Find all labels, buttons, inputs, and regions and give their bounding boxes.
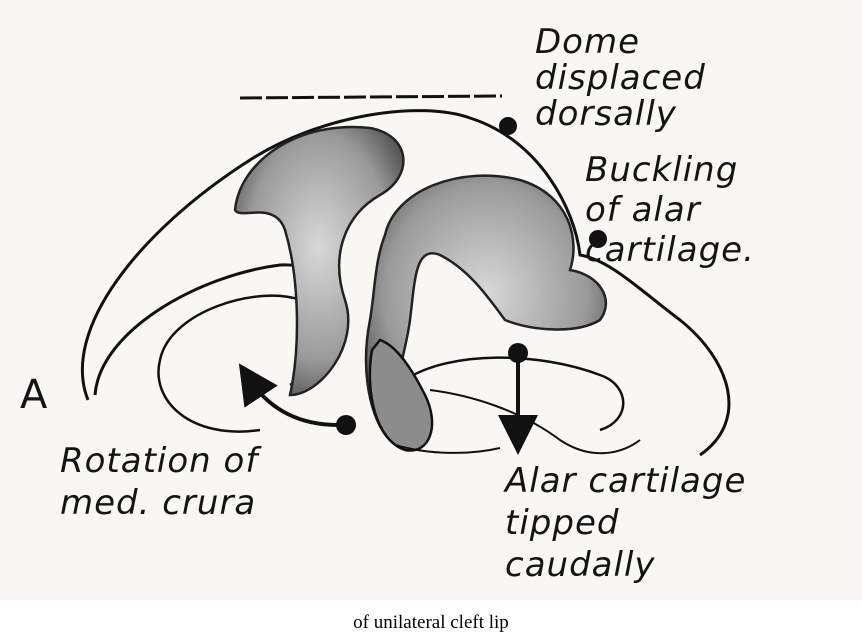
panel-letter: A: [20, 372, 48, 418]
rotation-label: Rotation of med. crura: [60, 440, 258, 524]
right-nostril-outline: [405, 358, 623, 430]
cleft-nose-illustration: A Dome displaced dorsally Buckling of al…: [0, 0, 862, 600]
left-nostril-inner: [158, 296, 312, 432]
dorsal-reference-line: [240, 96, 502, 98]
buckling-label: Buckling of alar cartilage.: [585, 150, 755, 270]
rotation-marker-dot: [336, 415, 356, 435]
dome-marker-dot: [499, 117, 517, 135]
dome-displaced-label: Dome displaced dorsally: [535, 24, 706, 132]
figure-caption: of unilateral cleft lip: [0, 612, 862, 634]
tipped-caudally-label: Alar cartilage tipped caudally: [505, 460, 746, 586]
right-nostril-ala: [430, 390, 640, 453]
medial-crura: [370, 340, 432, 451]
